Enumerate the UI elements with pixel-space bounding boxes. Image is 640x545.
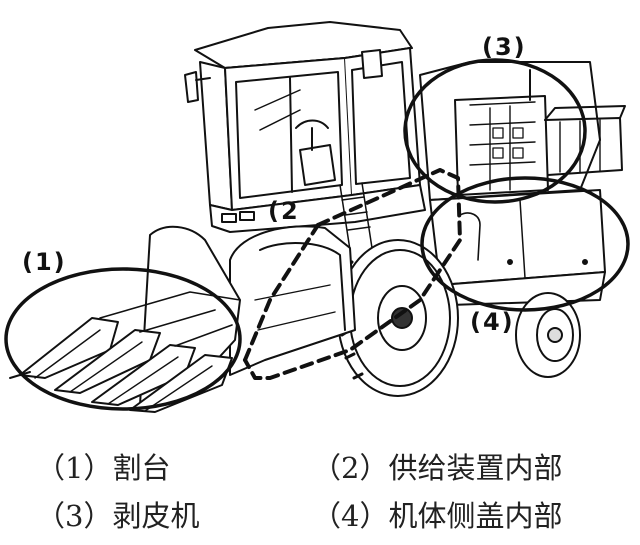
header-snouts — [9, 225, 241, 413]
caption-husker: （3）剥皮机 — [36, 499, 200, 533]
caption-feeder: （2）供给装置内部 — [312, 451, 563, 485]
ellipse-side-cover — [420, 176, 630, 312]
callout-label-4: (4) — [470, 308, 515, 336]
callout-label-2: (2 — [268, 197, 300, 225]
rear-wheel — [515, 292, 581, 378]
callout-ellipses — [4, 58, 630, 411]
caption-header: （1）割台 — [36, 451, 171, 485]
feeder-dashed-outline — [243, 168, 462, 380]
callout-label-1: (1) — [22, 248, 67, 276]
side-cover — [429, 189, 606, 306]
cab — [184, 21, 426, 251]
ellipse-header — [4, 267, 242, 411]
husker-assembly — [419, 61, 626, 201]
caption-side-cover: （4）机体侧盖内部 — [312, 499, 563, 533]
ellipse-husker — [403, 58, 587, 204]
callout-label-3: (3) — [482, 33, 527, 61]
